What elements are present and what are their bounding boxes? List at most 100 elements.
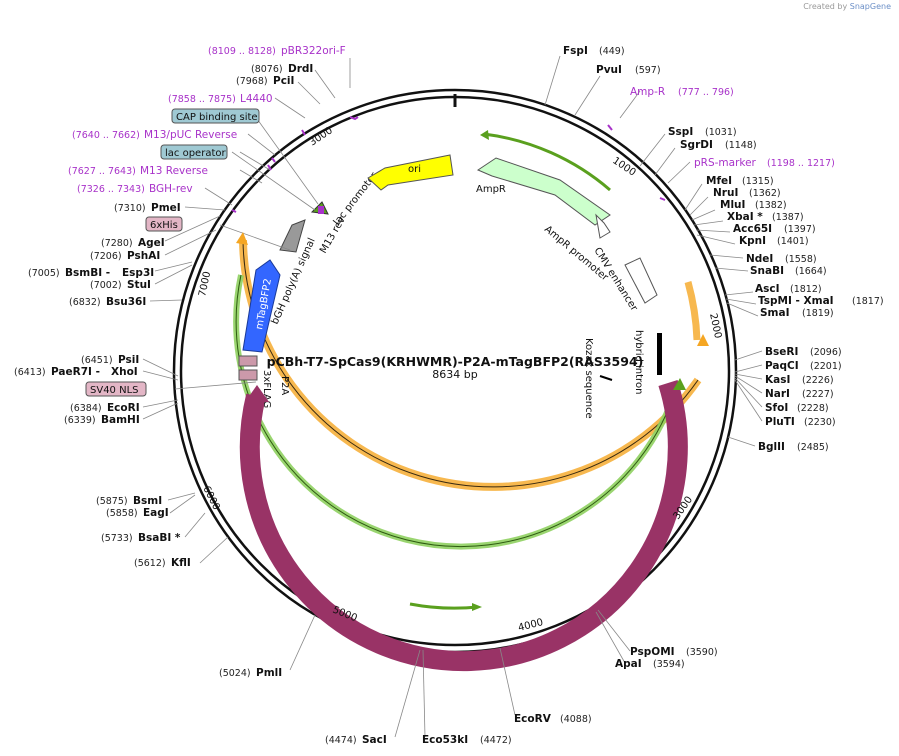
enzyme-sfoi: SfoI — [765, 402, 788, 414]
bgh-feature — [279, 219, 306, 253]
plasmid-name: pCBh-T7-SpCas9(KRHWMR)-P2A-mTagBFP2(RAS3… — [267, 354, 644, 369]
enzyme-drdi: DrdI — [288, 63, 313, 75]
enzyme-ecori: EcoRI — [107, 402, 140, 414]
enzyme-saci-pos: (4474) — [325, 735, 357, 746]
ori-feature — [367, 154, 454, 191]
enzyme-ecori-pos: (6384) — [70, 403, 102, 414]
enzyme-eco53ki: Eco53kI — [422, 734, 468, 746]
lac-operator-label: lac operator — [165, 148, 226, 159]
enzyme-smai: SmaI — [760, 307, 790, 319]
enzyme-mfei-pos: (1315) — [742, 176, 774, 187]
enzyme-asci-pos: (1812) — [790, 284, 822, 295]
enzyme-fspi-pos: (449) — [599, 46, 625, 57]
enzyme-eagi-pos: (5858) — [106, 508, 138, 519]
ampr-feature — [476, 157, 611, 226]
orf-arrow-1 — [697, 334, 709, 346]
primer-pbr322ori-f: pBR322ori-F — [281, 45, 346, 57]
tick-2000: 2000 — [707, 312, 723, 339]
cmv-enhancer-feature — [624, 257, 658, 304]
enzyme-kpni: KpnI — [739, 235, 766, 247]
enzyme-tspmi-xmai: TspMI - XmaI — [758, 295, 834, 307]
enzyme-fspi: FspI — [563, 45, 588, 57]
primer-l4440-pos: (7858 .. 7875) — [168, 94, 236, 105]
right-enzyme-labels: FspI (449) PvuI (597) SspI (1031) SgrDI … — [422, 45, 884, 746]
enzyme-sspi: SspI — [668, 126, 693, 138]
tick-1000: 1000 — [610, 155, 637, 178]
orf-arrow-5 — [480, 130, 489, 140]
enzyme-acc65i: Acc65I — [733, 223, 772, 235]
hybrid-intron-feature — [657, 333, 662, 375]
ampr-promoter-feature — [595, 213, 611, 239]
p2a-feature — [238, 355, 258, 367]
credit-prefix: Created by — [803, 2, 848, 11]
primer-m13-reverse: M13 Reverse — [140, 165, 208, 177]
orf-ring-3-line — [235, 274, 678, 547]
enzyme-kpni-pos: (1401) — [777, 236, 809, 247]
lac-operator-box — [160, 144, 228, 160]
orf-arrow-3 — [673, 378, 686, 390]
enzyme-esp3i: Esp3I — [122, 267, 154, 279]
kozak-feature — [599, 375, 613, 381]
enzyme-tspmi-pos: (1817) — [852, 296, 884, 307]
orf-small — [409, 602, 479, 610]
ampr-label: AmpR — [476, 184, 506, 195]
primer-prs-marker-pos: (1198 .. 1217) — [767, 158, 835, 169]
enzyme-snabi-pos: (1664) — [795, 266, 827, 277]
enzyme-bsmi-pos: (5875) — [96, 496, 128, 507]
enzyme-acc65i-pos: (1397) — [784, 224, 816, 235]
primer-l4440: L4440 — [240, 93, 273, 105]
enzyme-paqci-pos: (2201) — [810, 361, 842, 372]
enzyme-kfli-pos: (5612) — [134, 558, 166, 569]
enzyme-stui-pos: (7002) — [90, 280, 122, 291]
snapgene-credit: Created by SnapGene — [803, 2, 891, 11]
enzyme-kfli: KflI — [171, 557, 191, 569]
enzyme-drdi-pos: (8076) — [251, 64, 283, 75]
left-enzyme-labels: SacI (4474) PmlI (5024) KflI (5612) BsaB… — [14, 63, 387, 746]
tick-7000: 7000 — [197, 270, 213, 297]
3xflag-feature — [238, 369, 258, 381]
enzyme-ecorv-pos: (4088) — [560, 714, 592, 725]
enzyme-bamhi: BamHI — [101, 414, 140, 426]
enzyme-xhoi: XhoI — [111, 366, 138, 378]
cas9-label: Cas9 — [465, 572, 490, 583]
snapgene-logo: SnapGene — [849, 2, 891, 11]
sv40-nls-label: SV40 NLS — [90, 385, 139, 396]
enzyme-pluti-pos: (2230) — [804, 417, 836, 428]
enzyme-sspi-pos: (1031) — [705, 127, 737, 138]
enzyme-pshai: PshAI — [127, 250, 160, 262]
3xflag-label: 3xFLAG — [261, 370, 272, 408]
primer-amp-r: Amp-R — [630, 86, 665, 98]
orf-arrow-2 — [236, 232, 248, 245]
enzyme-kasi: KasI — [765, 374, 790, 386]
enzyme-bsu36i: Bsu36I — [106, 296, 146, 308]
hybrid-intron-label: hybrid intron — [633, 330, 644, 394]
cas9-arrowhead — [245, 385, 269, 402]
plasmid-size: 8634 bp — [432, 368, 477, 381]
enzyme-bglii: BglII — [758, 441, 785, 453]
enzyme-agei-pos: (7280) — [101, 238, 133, 249]
6xhis-box — [145, 216, 183, 232]
primer-bgh-rev-pos: (7326 .. 7343) — [77, 184, 145, 195]
enzyme-sgrdi-pos: (1148) — [725, 140, 757, 151]
enzyme-mfei: MfeI — [706, 175, 732, 187]
enzyme-apai: ApaI — [615, 658, 642, 670]
primer-labels: pBR322ori-F (8109 .. 8128) L4440 (7858 .… — [68, 45, 835, 195]
enzyme-bsabi: BsaBI * — [138, 532, 181, 544]
cap-binding-site-box — [171, 108, 260, 124]
ori-label: ori — [408, 164, 421, 175]
primer-pbr322ori-f-pos: (8109 .. 8128) — [208, 46, 276, 57]
enzyme-bsmi: BsmI — [133, 495, 162, 507]
enzyme-stui: StuI — [127, 279, 151, 291]
enzyme-pmei-pos: (7310) — [114, 203, 146, 214]
enzyme-bglii-pos: (2485) — [797, 442, 829, 453]
enzyme-xbai-pos: (1387) — [772, 212, 804, 223]
enzyme-pspomi: PspOMI — [630, 646, 675, 658]
enzyme-nrui-pos: (1362) — [749, 188, 781, 199]
enzyme-bsu36i-pos: (6832) — [69, 297, 101, 308]
cas9-feature — [239, 380, 688, 672]
enzyme-pmli: PmlI — [256, 667, 282, 679]
enzyme-asci: AscI — [755, 283, 780, 295]
enzyme-paer7i-pos: (6413) — [14, 367, 46, 378]
6xhis-label: 6xHis — [150, 220, 178, 231]
leader-lines — [142, 55, 763, 738]
